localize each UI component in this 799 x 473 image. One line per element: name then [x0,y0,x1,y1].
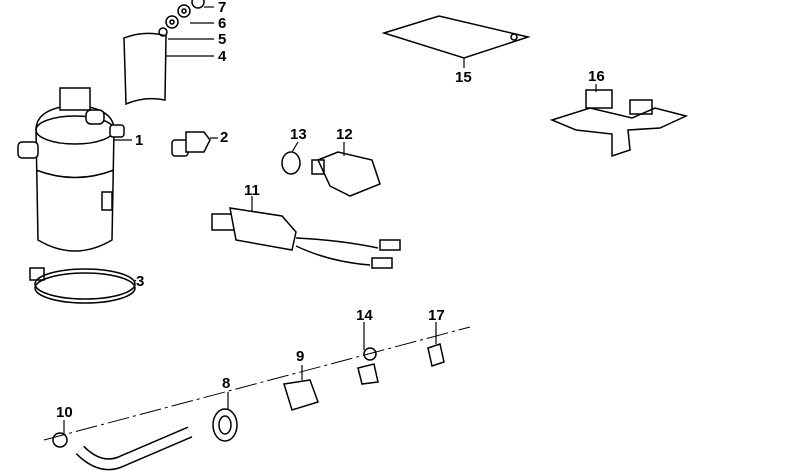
callout-12: 12 [336,126,353,143]
leader-lines [63,6,597,434]
callout-16: 16 [588,68,605,85]
callout-7: 7 [218,0,227,16]
bracket [549,89,689,158]
callout-8: 8 [222,375,231,392]
callout-9: 9 [296,348,305,365]
callout-6: 6 [218,15,227,32]
callout-5: 5 [218,31,227,48]
callout-14: 14 [356,307,373,324]
callout-2: 2 [220,129,229,146]
sheet [381,15,531,59]
callout-4: 4 [218,48,227,65]
receiver-drier [17,87,125,252]
callout-11: 11 [244,182,260,199]
pressure-switch [281,151,381,197]
callout-3: 3 [136,273,145,290]
hose-assembly [52,343,445,471]
pipe-centerline [43,326,471,441]
clamp [29,267,136,304]
callout-10: 10 [56,404,73,421]
callout-1: 1 [135,132,144,149]
fitting [171,131,211,157]
callout-17: 17 [428,307,445,324]
callout-13: 13 [290,126,307,143]
pressure-switch-wired [211,207,401,269]
cover-plate [123,0,205,106]
callout-15: 15 [455,69,472,86]
